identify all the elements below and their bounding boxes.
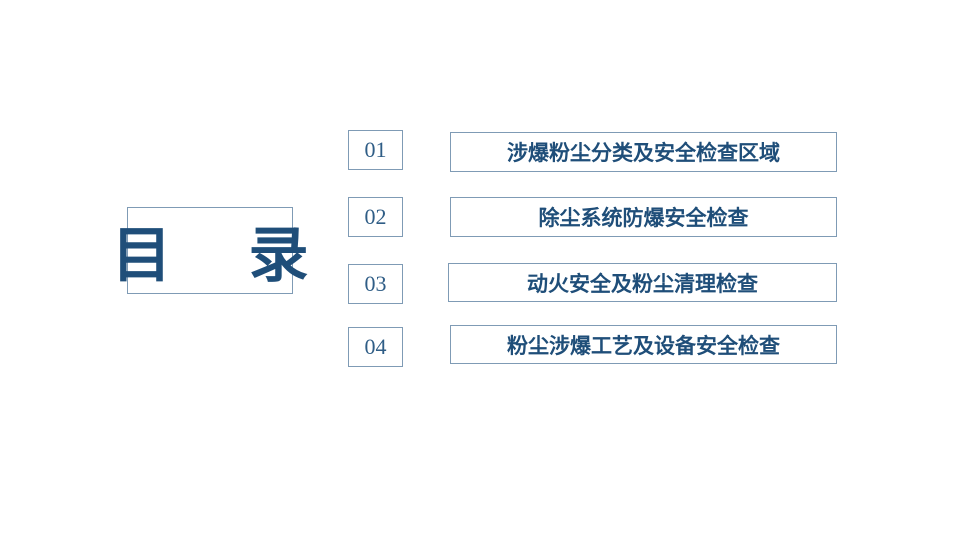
page-title: 目 录 (111, 221, 337, 291)
toc-item-number: 01 (348, 130, 403, 170)
toc-item-label[interactable]: 动火安全及粉尘清理检查 (448, 263, 837, 302)
toc-item-label[interactable]: 粉尘涉爆工艺及设备安全检查 (450, 325, 837, 364)
toc-item-number: 04 (348, 327, 403, 367)
toc-item-label[interactable]: 涉爆粉尘分类及安全检查区域 (450, 132, 837, 172)
title-box: 目 录 (111, 207, 337, 294)
toc-item-label[interactable]: 除尘系统防爆安全检查 (450, 197, 837, 237)
toc-item-number: 03 (348, 264, 403, 304)
toc-item-number: 02 (348, 197, 403, 237)
